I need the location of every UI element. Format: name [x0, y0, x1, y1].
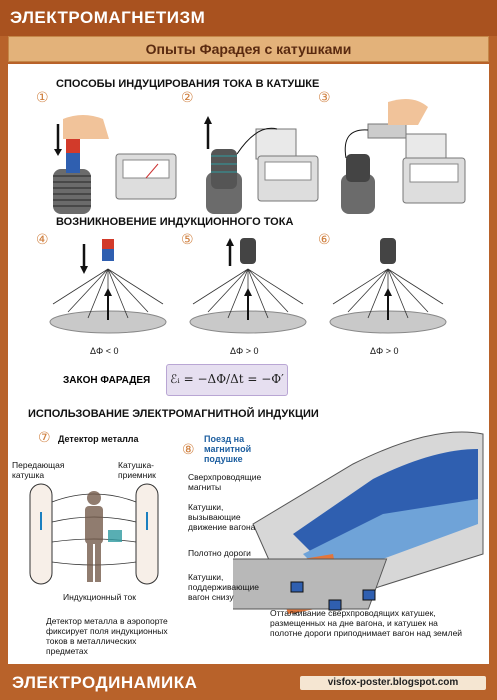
train-description: Отталкивание сверхпроводящих катушек, ра…: [270, 608, 463, 638]
detector-receive-coil-label: Катушка-приемник: [118, 460, 156, 480]
diagram-4-magnet-leaving: [49, 239, 167, 334]
step-4-number: ④: [36, 232, 49, 248]
section-2-title: ВОЗНИКНОВЕНИЕ ИНДУКЦИОННОГО ТОКА: [56, 216, 294, 228]
train-number: ⑧: [182, 442, 195, 458]
step-6-number: ⑥: [318, 232, 331, 248]
detector-transmit-coil-label: Передающая катушка: [12, 460, 65, 480]
flux-change-5: ΔΦ > 0: [230, 346, 259, 356]
poster-subtitle: Опыты Фарадея с катушками: [8, 36, 489, 62]
faraday-law-label: ЗАКОН ФАРАДЕЯ: [63, 375, 151, 386]
train-label-track: Полотно дороги: [188, 548, 251, 558]
detector-number: ⑦: [38, 430, 51, 446]
header-bar: [0, 0, 497, 36]
section-1-title: СПОСОБЫ ИНДУЦИРОВАНИЯ ТОКА В КАТУШКЕ: [56, 78, 320, 90]
train-label-magnets: Сверхпроводящие магниты: [188, 472, 262, 492]
detector-induced-current-label: Индукционный ток: [63, 592, 136, 602]
train-label-propulsion-coils: Катушки, вызывающие движение вагона: [188, 502, 256, 532]
content-panel: СПОСОБЫ ИНДУЦИРОВАНИЯ ТОКА В КАТУШКЕ ① ②…: [8, 64, 489, 664]
step-1-number: ①: [36, 90, 49, 106]
diagram-6-coil-field: [329, 238, 447, 334]
footer-title: ЭЛЕКТРОДИНАМИКА: [12, 673, 198, 692]
detector-title: Детектор металла: [58, 434, 139, 444]
step-3-number: ③: [318, 90, 331, 106]
scene-1-magnet-coil: [53, 115, 177, 214]
faraday-law-formula: ℰᵢ = −ΔΦ/Δt = −Φ′: [166, 364, 288, 396]
train-title: Поезд на магнитной подушке: [204, 434, 252, 464]
flux-change-6: ΔΦ > 0: [370, 346, 399, 356]
footer-url[interactable]: visfox-poster.blogspot.com: [300, 676, 486, 690]
metal-detector-illustration: [29, 483, 159, 585]
step-5-number: ⑤: [181, 232, 194, 248]
train-label-levitation-coils: Катушки, поддерживающие вагон снизу: [188, 572, 259, 602]
step-2-number: ②: [181, 90, 194, 106]
scene-3-switch-circuit: [341, 98, 466, 214]
flux-change-4: ΔΦ < 0: [90, 346, 119, 356]
induced-current-diagrams: [49, 238, 447, 334]
detector-description: Детектор металла в аэропорте фиксирует п…: [46, 616, 168, 656]
maglev-train-illustration: [233, 431, 484, 615]
scene-2-coil-in-coil: [204, 116, 319, 214]
induction-methods-illustration: [53, 98, 466, 214]
header-title: ЭЛЕКТРОМАГНЕТИЗМ: [10, 8, 206, 27]
section-3-title: ИСПОЛЬЗОВАНИЕ ЭЛЕКТРОМАГНИТНОЙ ИНДУКЦИИ: [28, 408, 319, 420]
diagram-5-coil-up: [189, 238, 307, 334]
